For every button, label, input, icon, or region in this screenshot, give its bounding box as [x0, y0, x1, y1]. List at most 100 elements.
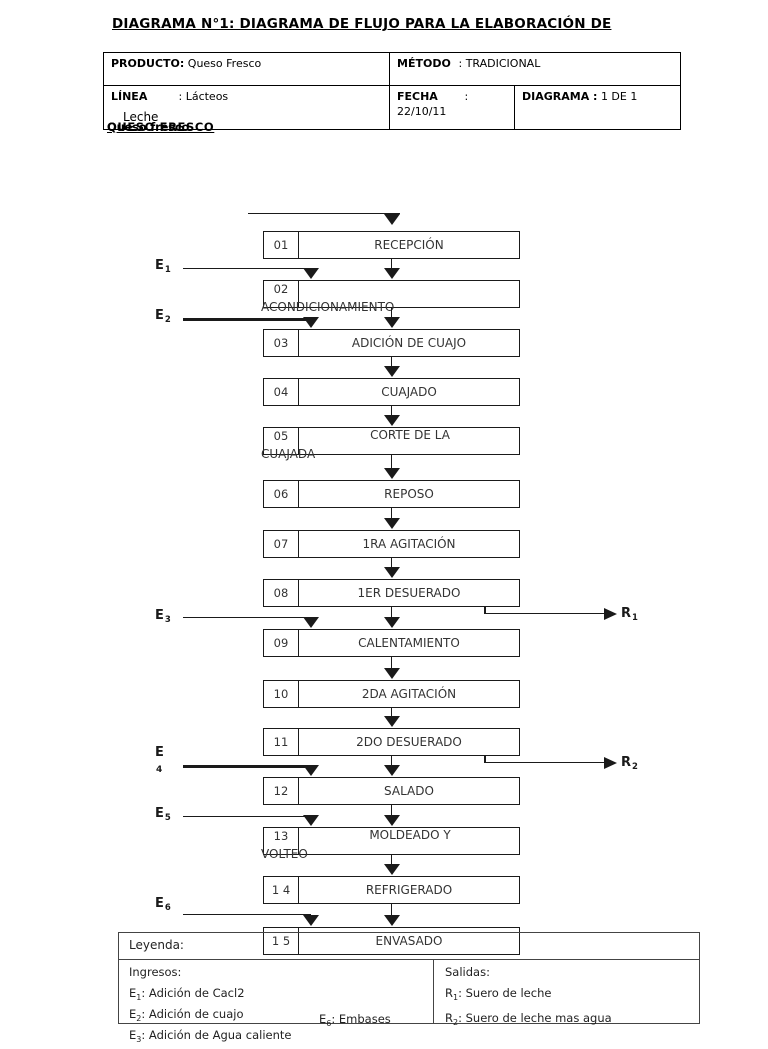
flow-box-label: 2DA AGITACIÓN — [361, 687, 457, 701]
flow-box-07[interactable]: 07 1RA AGITACIÓN — [263, 530, 520, 558]
input-line-E1 — [183, 268, 311, 270]
flow-box-14[interactable]: 1 4 REFRIGERADO — [263, 876, 520, 904]
flow-connector-11-12 — [390, 756, 393, 768]
input-arrow-E4 — [303, 765, 319, 776]
output-stub-R1 — [484, 607, 486, 613]
flow-connector-12-13 — [390, 805, 393, 818]
flow-box-01[interactable]: 01 RECEPCIÓN — [263, 231, 520, 259]
flow-connector-arrow-6 — [383, 468, 400, 479]
flow-connector-arrow-8 — [383, 567, 400, 578]
input-label-E2: E2 — [155, 308, 171, 325]
legend-salidas-head: Salidas: — [445, 965, 490, 979]
flow-box-number: 02 — [264, 281, 299, 307]
flow-box-number: 10 — [264, 681, 299, 707]
input-arrow-E3 — [303, 617, 319, 628]
flow-box-number: 07 — [264, 531, 299, 557]
legend-item-salida: R1: Suero de leche — [445, 986, 552, 1002]
flow-connector-1-2 — [390, 259, 393, 271]
legend-horizontal-rule — [119, 959, 699, 961]
legend-item-ingreso: E3: Adición de Agua caliente — [129, 1028, 292, 1044]
flow-box-number: 12 — [264, 778, 299, 804]
flow-connector-arrow-10 — [383, 668, 400, 679]
cell-metodo: MÉTODO : TRADICIONAL — [389, 52, 681, 86]
metodo-label: MÉTODO — [397, 57, 451, 70]
output-stub-R2 — [484, 756, 486, 762]
subtitle-overlay-a: Queso fresco — [107, 120, 190, 134]
legend-item-ingreso: E1: Adición de Cacl2 — [129, 986, 245, 1002]
output-arrow-R2 — [604, 756, 617, 769]
linea-value: : Lácteos — [178, 90, 229, 103]
flow-box-label: 1RA AGITACIÓN — [362, 537, 456, 551]
flow-entry-line — [248, 213, 400, 215]
flow-connector-7-8 — [390, 558, 393, 570]
flow-box-number: 01 — [264, 232, 299, 258]
flow-connector-arrow-11 — [383, 716, 400, 727]
flow-connector-arrow-14 — [383, 864, 400, 875]
flow-box-03[interactable]: 03 ADICIÓN DE CUAJO — [263, 329, 520, 357]
flow-connector-arrow-3 — [383, 317, 400, 328]
flow-box-label: RECEPCIÓN — [374, 238, 444, 252]
output-line-R2 — [484, 762, 604, 764]
flow-connector-arrow-13 — [383, 815, 400, 826]
input-label-E1: E1 — [155, 258, 171, 275]
legend-title: Leyenda: — [129, 938, 184, 952]
flow-connector-6-7 — [390, 508, 393, 521]
input-label-E3: E3 — [155, 608, 171, 625]
flow-box-number: 1 4 — [264, 877, 299, 903]
flow-box-number: 06 — [264, 481, 299, 507]
subtitle-overlay-b: QUESO FRESCO — [107, 120, 215, 134]
flow-connector-3-4 — [390, 357, 393, 369]
flow-box-label-line2: CUAJADA — [261, 447, 316, 461]
legend-item-ingreso: E2: Adición de cuajo — [129, 1007, 244, 1023]
metodo-value: : TRADICIONAL — [458, 57, 541, 70]
input-arrow-E2 — [303, 317, 319, 328]
input-label-E6: E6 — [155, 896, 171, 913]
flow-connector-arrow-4 — [383, 366, 400, 377]
diagrama-value: 1 DE 1 — [600, 90, 638, 103]
flow-box-label-line2: VOLTEO — [261, 847, 308, 861]
header-info-table: PRODUCTO: Queso Fresco MÉTODO : TRADICIO… — [103, 52, 681, 131]
legend-ingresos-head: Ingresos: — [129, 965, 182, 979]
input-arrow-E5 — [303, 815, 319, 826]
flow-connector-9-10 — [390, 657, 393, 671]
flow-connector-13-14 — [390, 855, 393, 867]
cell-fecha: FECHA : 22/10/11 — [389, 84, 515, 131]
flow-box-number: 09 — [264, 630, 299, 656]
flow-box-label: 2DO DESUERADO — [356, 735, 462, 749]
flow-connector-arrow-2 — [383, 268, 400, 279]
input-line-E5 — [183, 816, 311, 818]
flow-box-number: 1 5 — [264, 928, 299, 954]
legend-vertical-rule — [433, 959, 435, 1023]
fecha-value: 22/10/11 — [397, 104, 447, 118]
flow-box-label: ACONDICIONAMIENTO — [261, 281, 521, 314]
flow-box-label: ADICIÓN DE CUAJO — [351, 336, 467, 350]
linea-label: LÍNEA — [111, 90, 148, 103]
input-line-E4 — [183, 765, 311, 768]
flow-box-label: REFRIGERADO — [365, 883, 453, 897]
input-line-E3 — [183, 617, 311, 619]
flow-box-10[interactable]: 10 2DA AGITACIÓN — [263, 680, 520, 708]
header-row-1: PRODUCTO: Queso Fresco MÉTODO : TRADICIO… — [103, 52, 681, 86]
linea-sub-value: Leche — [123, 109, 159, 124]
output-line-R1 — [484, 613, 604, 615]
page-title: DIAGRAMA N°1: DIAGRAMA DE FLUJO PARA LA … — [112, 16, 612, 32]
flow-box-number: 03 — [264, 330, 299, 356]
subtitle-overlap: Queso fresco QUESO FRESCO — [107, 120, 367, 136]
flow-connector-8-9 — [390, 607, 393, 620]
